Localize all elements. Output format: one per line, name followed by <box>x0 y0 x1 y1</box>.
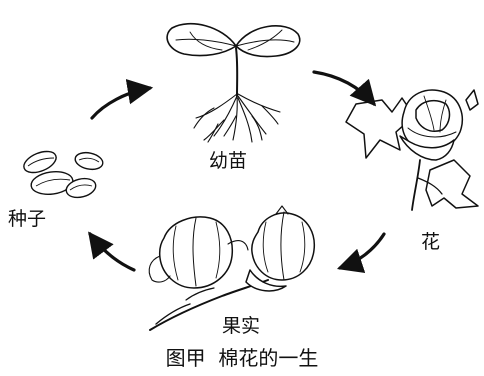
stage-label-flower: 花 <box>421 231 441 253</box>
figure-caption: 图甲 棉花的一生 <box>0 346 484 370</box>
stage-label-seed: 种子 <box>8 208 47 230</box>
arrow-seedling-to-flower <box>312 70 377 107</box>
stage-label-fruit: 果实 <box>222 315 261 337</box>
stage-label-seedling: 幼苗 <box>209 150 248 172</box>
fruit-illustration <box>148 205 316 331</box>
figure-number: 图甲 <box>165 346 206 370</box>
arrow-flower-to-fruit <box>336 232 386 274</box>
arrow-seed-to-seedling <box>90 79 154 120</box>
seeds-illustration <box>23 150 104 199</box>
figure-title: 棉花的一生 <box>218 346 319 370</box>
flower-illustration <box>345 89 479 211</box>
seedling-illustration <box>166 22 301 143</box>
arrow-fruit-to-seed <box>88 231 136 272</box>
